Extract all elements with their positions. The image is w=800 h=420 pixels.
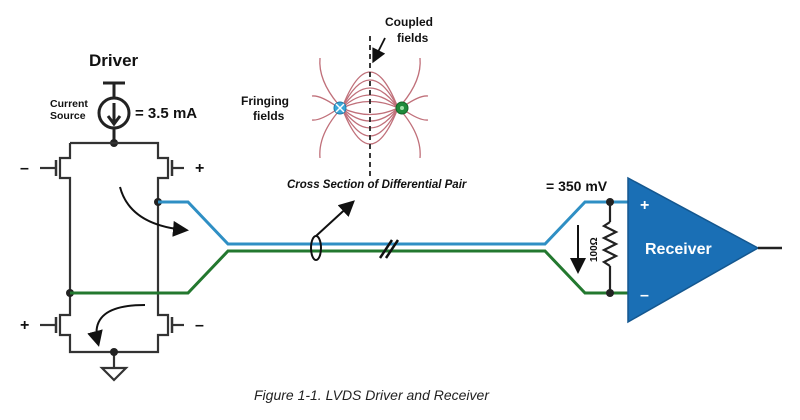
fringing-fields-label-1: Fringing — [241, 94, 289, 108]
termination-resistor-icon — [601, 202, 619, 293]
figure-caption: Figure 1-1. LVDS Driver and Receiver — [254, 387, 490, 403]
cross-section-marker — [310, 235, 322, 261]
receiver-amplifier — [627, 176, 760, 324]
gate-label-top-right: + — [195, 160, 204, 177]
gate-label-top-left: – — [20, 160, 29, 177]
fringing-fields-label-2: fields — [253, 109, 285, 123]
gate-label-bottom-right: – — [195, 317, 204, 334]
coupled-fields-label-1: Coupled — [385, 15, 433, 29]
current-source-icon — [97, 81, 131, 143]
current-flow-arrow-bottom — [87, 304, 146, 347]
driver-bridge — [40, 141, 184, 368]
driver-label: Driver — [89, 51, 139, 70]
break-mark — [378, 239, 394, 259]
negative-line — [70, 249, 628, 295]
current-flow-arrow-top — [119, 186, 189, 237]
cross-section-caption: Cross Section of Differential Pair — [287, 179, 467, 191]
positive-line — [158, 200, 628, 246]
resistor-value: 100Ω — [589, 237, 600, 262]
current-value: = 3.5 mA — [135, 105, 197, 122]
receiver-label: Receiver — [645, 241, 712, 258]
receiver-minus: – — [640, 287, 649, 304]
ground-icon — [99, 366, 129, 382]
current-source-label-1: Current — [50, 98, 88, 110]
gate-label-bottom-left: + — [20, 317, 29, 334]
coupled-fields-label-2: fields — [397, 31, 429, 45]
current-source-label-2: Source — [50, 110, 86, 122]
voltage-label: = 350 mV — [546, 178, 608, 194]
receiver-plus: + — [640, 197, 649, 214]
